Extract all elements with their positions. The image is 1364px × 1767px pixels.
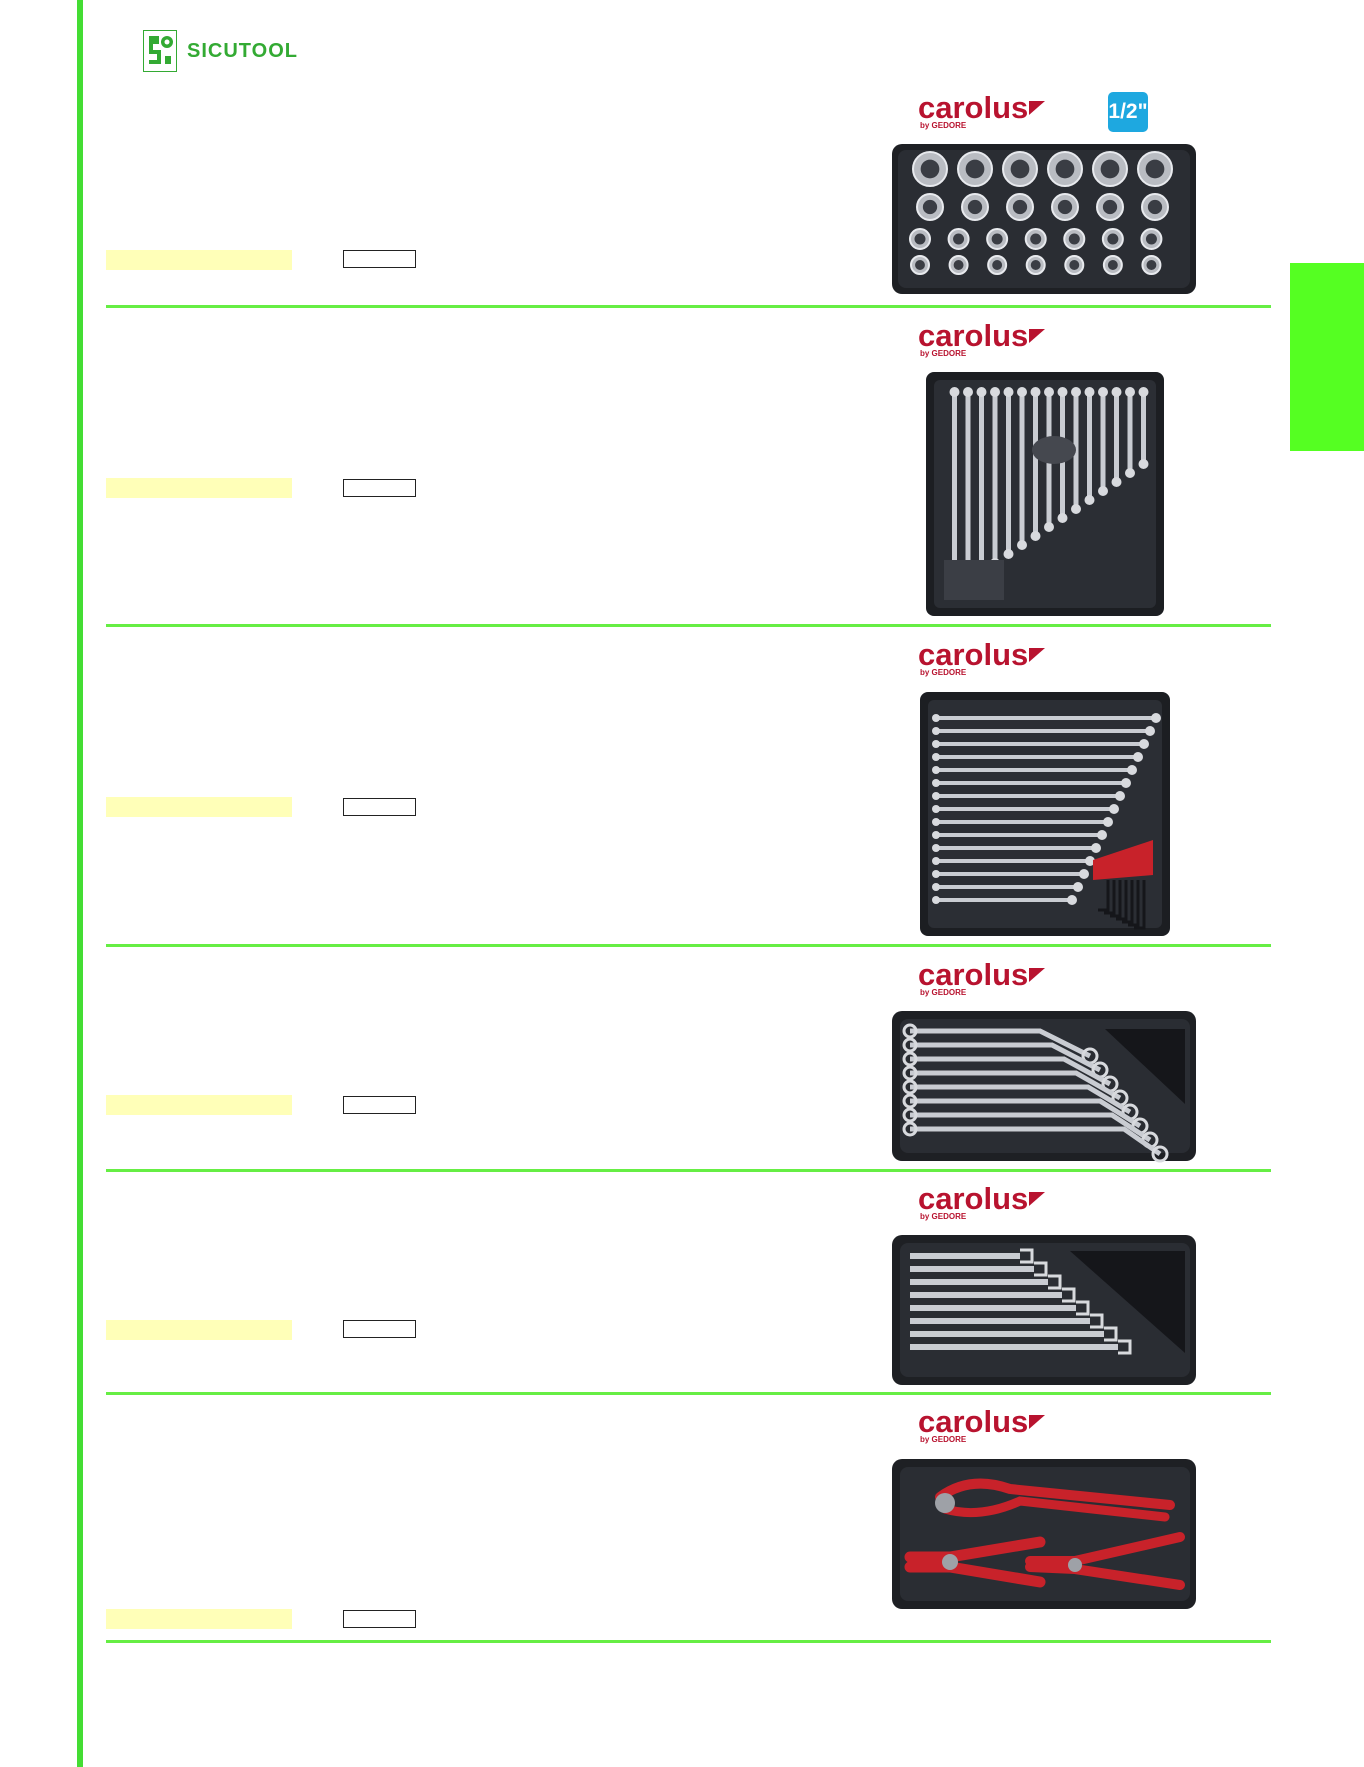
quantity-input[interactable] [343,1096,416,1114]
section-side-tab[interactable] [1290,263,1364,451]
brand-name: carolus [918,320,1046,351]
brand-subtitle: by GEDORE [920,1212,967,1221]
sicutool-logo: SICUTOOL [143,30,333,72]
quantity-input[interactable] [343,798,416,816]
sicutool-logo-icon [143,30,177,72]
brand-name: carolus [918,1183,1046,1214]
brand-name: carolus [918,92,1046,123]
brand-subtitle: by GEDORE [920,349,967,358]
article-code-field [106,478,292,498]
combination-wrench-hex-key-tray-image [918,690,1172,938]
quantity-input[interactable] [343,250,416,268]
section-divider [106,1392,1271,1395]
quantity-input[interactable] [343,1320,416,1338]
brand-logo: carolus by GEDORE [918,639,1046,677]
open-end-spanner-tray-image [890,1233,1200,1388]
brand-name: carolus [918,1406,1046,1437]
brand-subtitle: by GEDORE [920,988,967,997]
brand-logo: carolus by GEDORE [918,92,1046,130]
brand-subtitle: by GEDORE [920,1435,967,1444]
brand-name: carolus [918,639,1046,670]
article-code-field [106,250,292,270]
brand-logo: carolus by GEDORE [918,959,1046,997]
section-divider [106,944,1271,947]
section-divider [106,305,1271,308]
quantity-input[interactable] [343,1610,416,1628]
left-accent-rule [77,0,83,1767]
section-divider [106,624,1271,627]
socket-set-tray-image [890,142,1200,297]
article-code-field [106,1320,292,1340]
double-ring-spanner-tray-image [890,1009,1200,1164]
drive-size-badge: 1/2" [1108,92,1148,132]
article-code-field [106,1609,292,1629]
article-code-field [106,1095,292,1115]
article-code-field [106,797,292,817]
brand-subtitle: by GEDORE [920,668,967,677]
brand-name: carolus [918,959,1046,990]
section-divider [106,1169,1271,1172]
quantity-input[interactable] [343,479,416,497]
sicutool-logo-text: SICUTOOL [187,39,298,62]
brand-logo: carolus by GEDORE [918,320,1046,358]
pliers-tray-image [890,1457,1200,1612]
brand-logo: carolus by GEDORE [918,1406,1046,1444]
combination-wrench-tray-image [924,370,1168,620]
section-divider [106,1640,1271,1643]
brand-subtitle: by GEDORE [920,121,967,130]
brand-logo: carolus by GEDORE [918,1183,1046,1221]
